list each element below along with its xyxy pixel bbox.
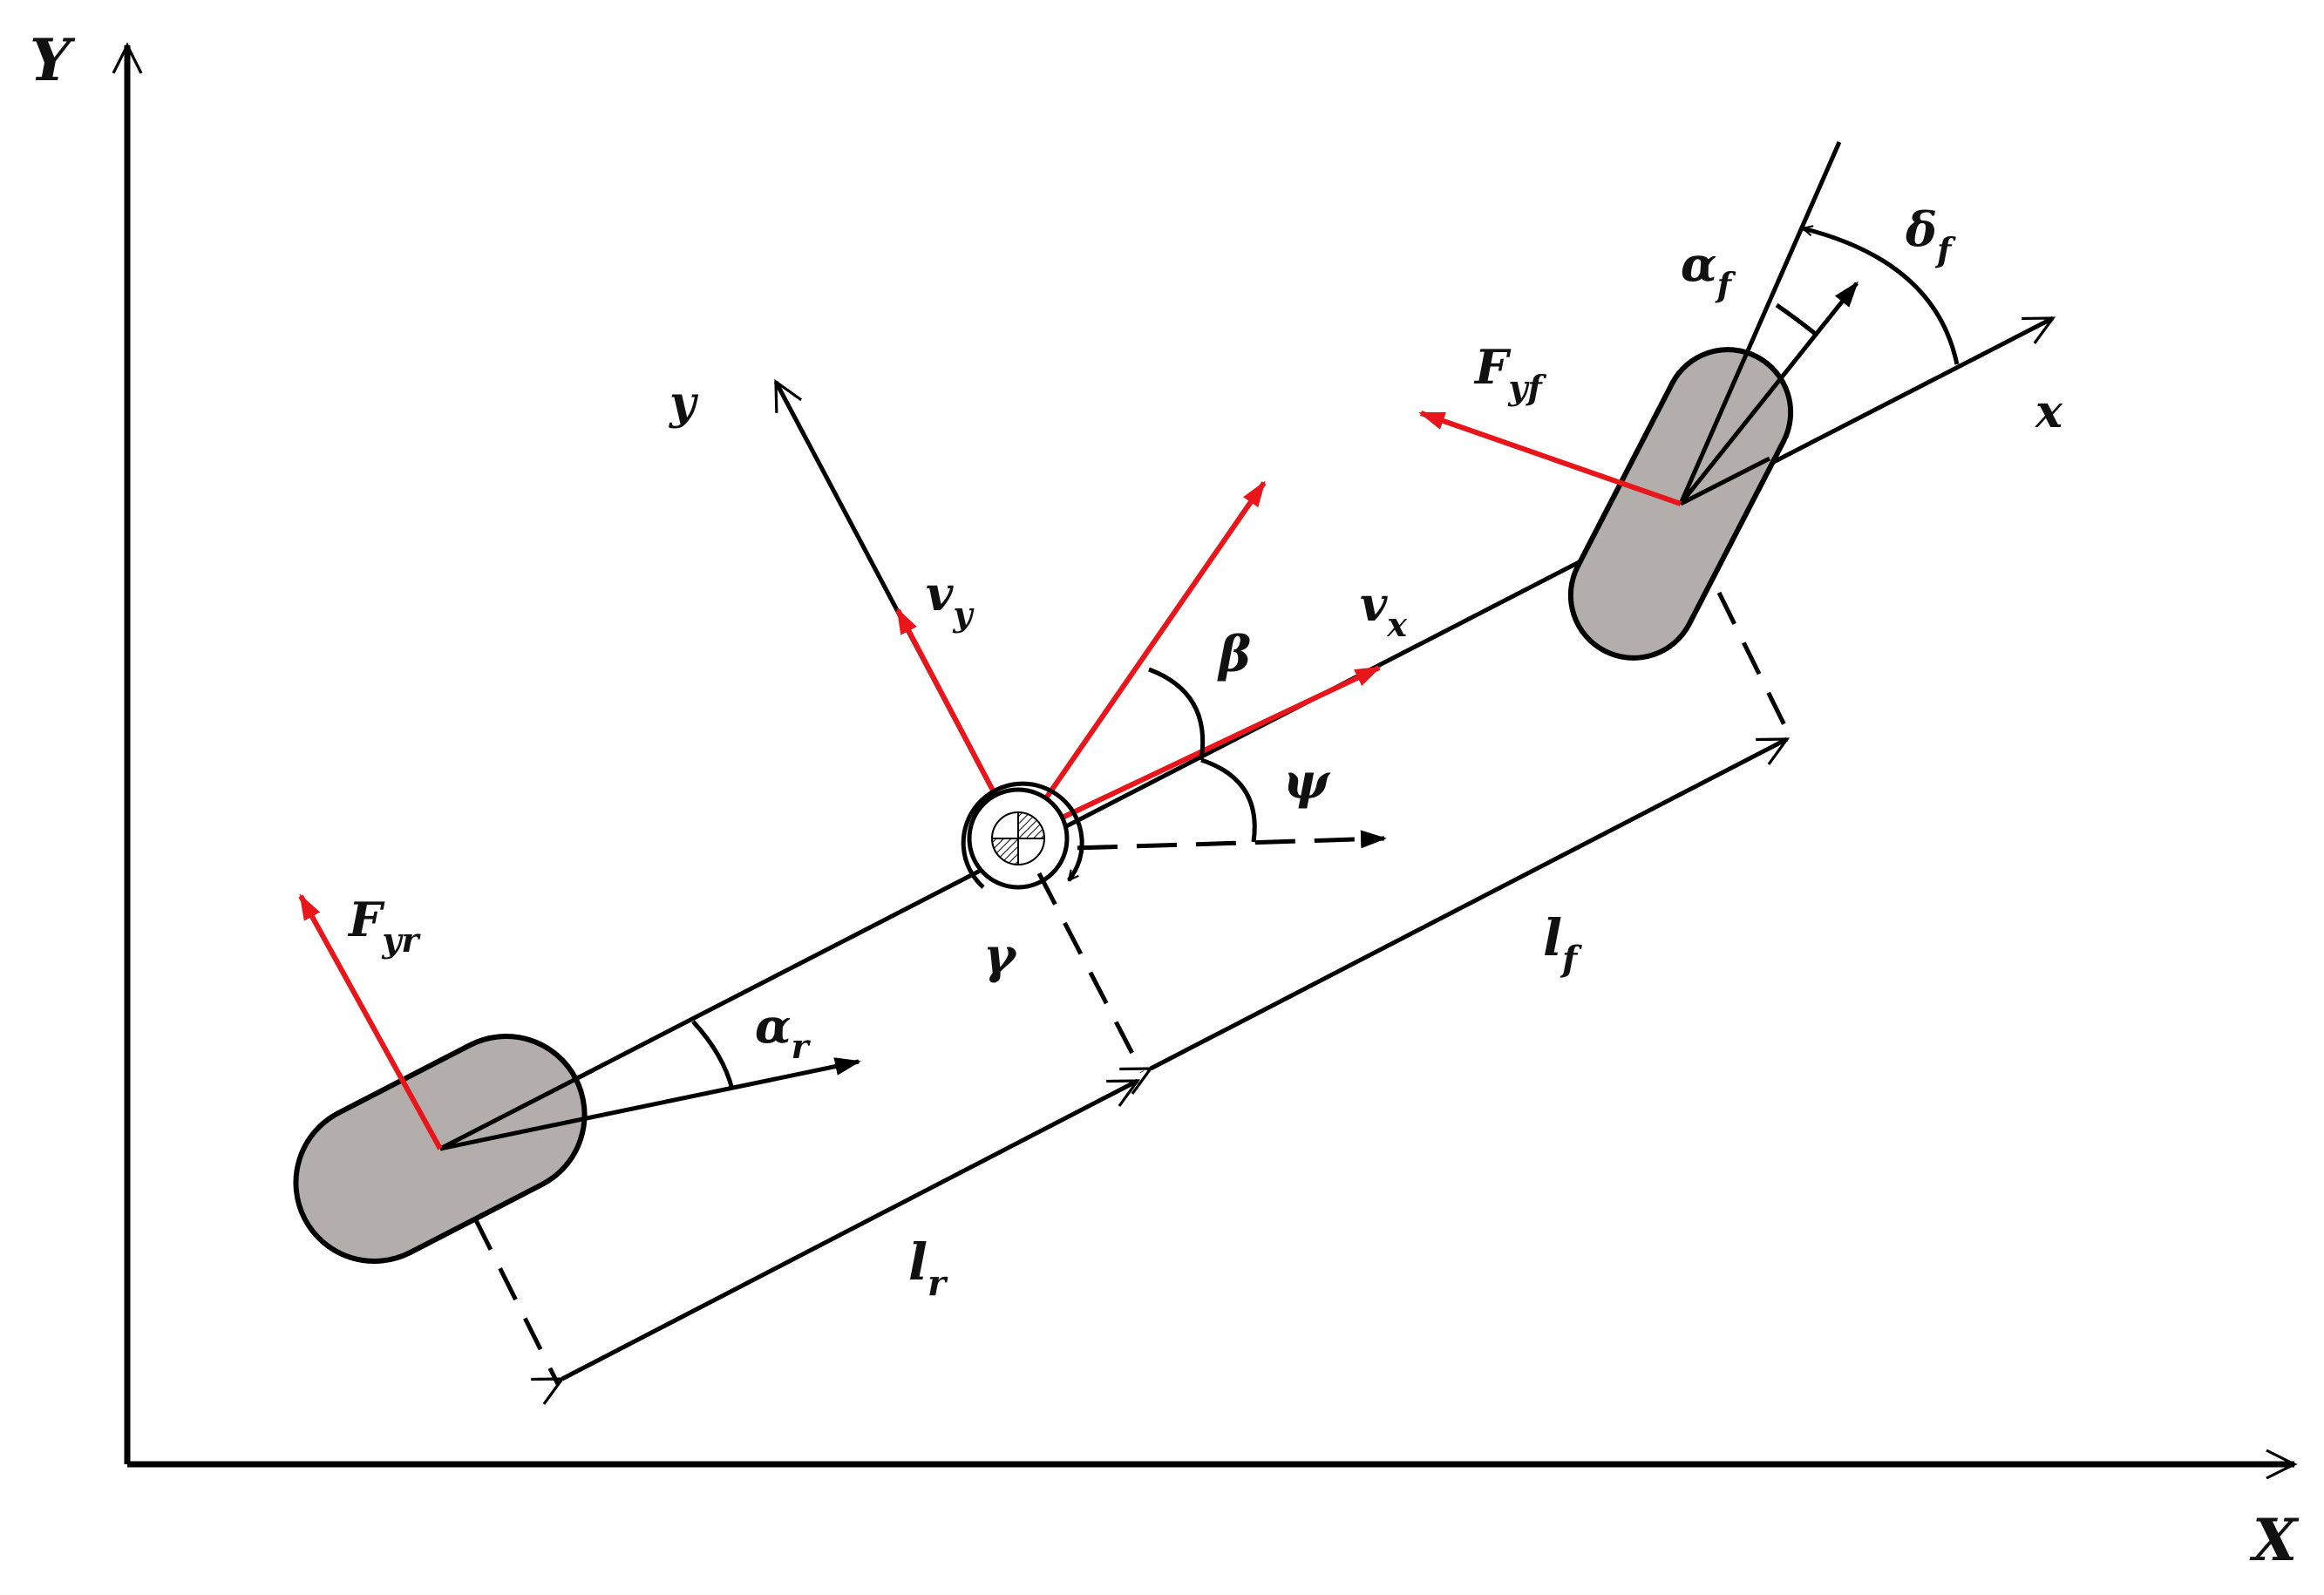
front-wheel-heading-line: [1678, 140, 1842, 506]
gamma-label: γ: [983, 927, 1018, 985]
beta-label: β: [1217, 626, 1251, 683]
lateral-force-rear-arrow: [298, 893, 443, 1150]
alpha-f-label: αf: [1681, 236, 1736, 304]
body-y-axis-label: y: [669, 377, 699, 430]
cg-dimension-extension: [1036, 872, 1145, 1074]
lr-label: lr: [908, 1232, 948, 1304]
vx-label: vx: [1360, 576, 1408, 644]
psi-label: ψ: [1283, 753, 1331, 811]
lf-label: lf: [1543, 908, 1582, 980]
body-x-axis: [438, 316, 2056, 1151]
total-velocity-arrow: [1016, 480, 1267, 840]
body-x-axis-label: x: [2035, 385, 2063, 438]
vy-label: vy: [926, 566, 975, 634]
alpha-r-label: αr: [755, 998, 812, 1066]
fyr-label: Fyr: [347, 892, 421, 960]
delta-f-label: δf: [1905, 201, 1956, 269]
yaw-rate-arc: [961, 781, 1084, 889]
rear-dimension-extension: [472, 1217, 561, 1386]
global-x-axis-label: X: [2249, 1506, 2300, 1574]
alpha-r-angle-arc: [691, 1020, 735, 1090]
front-dimension-extension: [1716, 591, 1790, 732]
beta-angle-arc: [1148, 667, 1206, 761]
front-wheel-velocity-arrow: [1679, 281, 1859, 506]
psi-angle-arc: [1200, 757, 1257, 843]
global-y-axis-label: Y: [30, 26, 76, 94]
lf-dimension-line: [1119, 736, 1791, 1095]
lr-dimension-line: [531, 1078, 1141, 1405]
alpha-f-angle-arc: [1775, 302, 1819, 337]
body-x-axis-front-segment: [1679, 456, 1771, 506]
delta-f-angle-arc: [1803, 228, 1960, 365]
center-of-gravity: [967, 787, 1070, 890]
fyf-label: Fyf: [1473, 339, 1546, 407]
horizontal-reference-dashed: [1017, 830, 1387, 852]
lateral-force-front-arrow: [1418, 411, 1682, 506]
